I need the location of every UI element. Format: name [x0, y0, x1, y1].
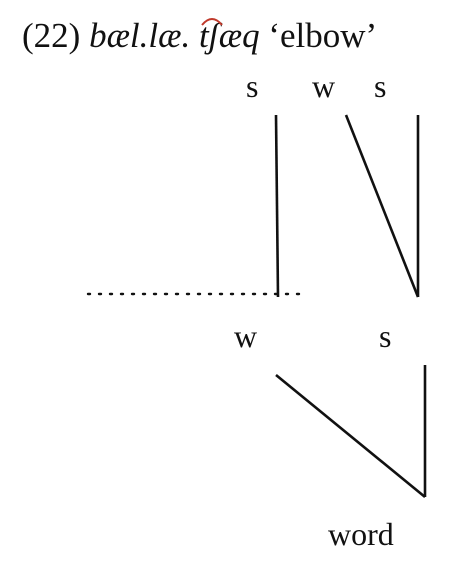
foot-label-s: s	[379, 318, 392, 354]
gloss-text: ‘elbow’	[268, 16, 378, 55]
stress-label-s-2: s	[374, 68, 387, 104]
stress-label-w-1: w	[312, 68, 336, 104]
branch-line-foot-w	[275, 373, 426, 499]
root-label-word: word	[328, 516, 394, 552]
affricate-letters: tʃ	[198, 16, 219, 55]
stress-label-s-1: s	[246, 68, 259, 104]
branch-line-s1	[274, 114, 280, 298]
affricate-segment: tʃ	[198, 14, 223, 58]
tie-bar-icon	[201, 18, 223, 26]
branch-line-w1	[344, 114, 420, 298]
foot-label-w: w	[234, 318, 258, 354]
transcription-tail: æq	[218, 16, 260, 55]
transcription-syllables: bæl.læ.	[89, 16, 191, 55]
example-number: (22)	[22, 16, 81, 55]
